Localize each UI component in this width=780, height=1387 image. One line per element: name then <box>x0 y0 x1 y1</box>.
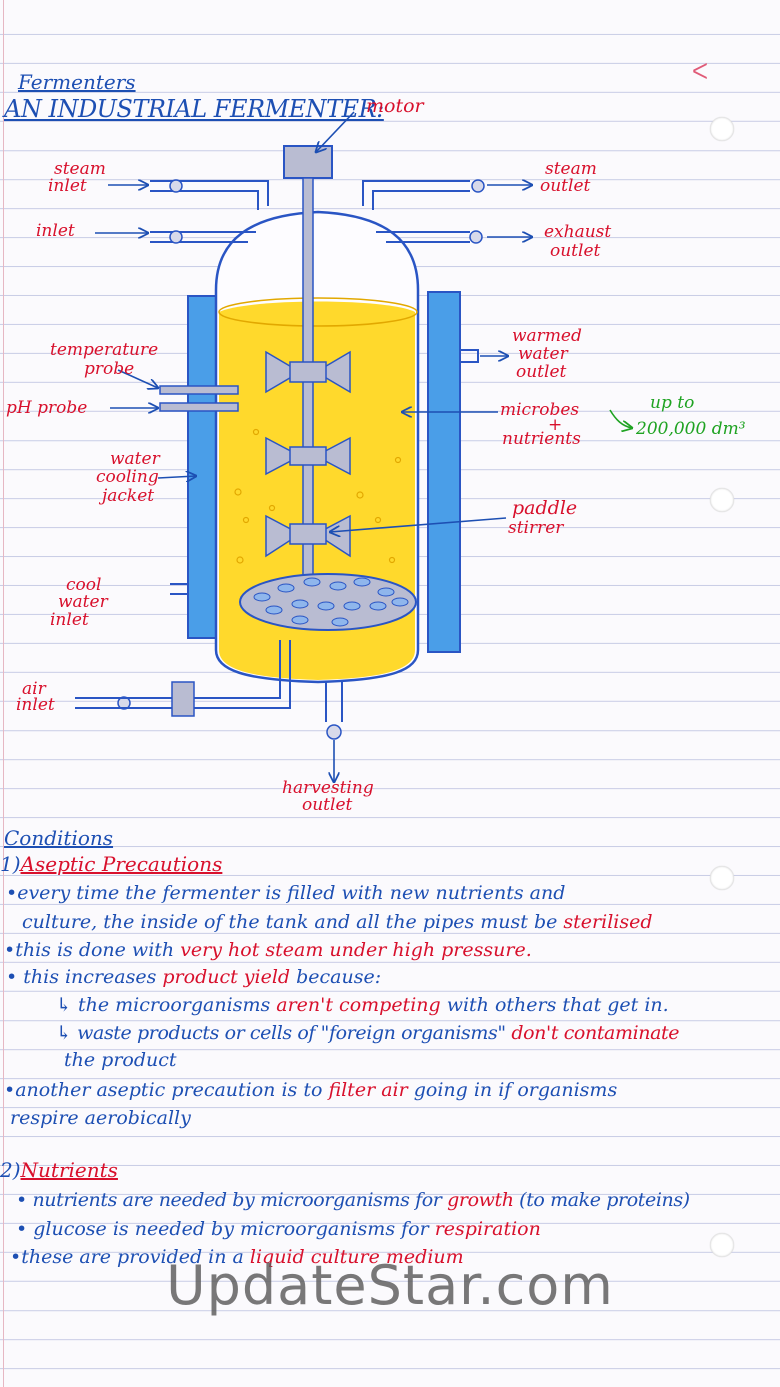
note-line: culture, the inside of the tank and all … <box>22 911 653 933</box>
section-number: 1) <box>0 852 21 876</box>
label-cool-inlet-2: water <box>58 592 108 612</box>
section-title: Aseptic Precautions <box>20 852 223 876</box>
note-line: •these are provided in a liquid culture … <box>10 1246 464 1268</box>
note-emphasis: don't contaminate <box>511 1022 680 1044</box>
note-emphasis: filter air <box>328 1079 408 1101</box>
label-steam-inlet-1: steam <box>54 159 106 179</box>
binder-hole <box>710 117 734 141</box>
air-filter <box>171 681 195 717</box>
label-arrows <box>95 111 532 782</box>
label-steam-outlet-2: outlet <box>540 176 591 196</box>
note-text: because: <box>290 966 382 988</box>
label-cooling-jacket-2: cooling <box>96 467 159 487</box>
label-temperature-probe-2: probe <box>84 359 135 379</box>
label-volume-1: up to <box>650 393 695 413</box>
label-paddle-2: stirrer <box>508 518 564 538</box>
note-text: • glucose is needed by microorganisms fo… <box>16 1218 435 1240</box>
label-harvesting-1: harvesting <box>282 778 374 798</box>
label-ph-probe: pH probe <box>6 398 88 418</box>
note-emphasis: very hot steam under high pressure. <box>180 939 532 961</box>
binder-hole <box>710 1233 734 1257</box>
label-steam-outlet-1: steam <box>545 159 597 179</box>
note-line: ↳ waste products or cells of "foreign or… <box>56 1022 680 1044</box>
note-text: ↳ waste products or cells of "foreign or… <box>56 1022 512 1044</box>
note-emphasis: liquid culture medium <box>249 1246 464 1268</box>
water-pipes <box>75 349 479 722</box>
note-line: • nutrients are needed by microorganisms… <box>16 1189 690 1211</box>
bubbles <box>234 428 402 564</box>
label-volume-2: 200,000 dm³ <box>636 419 746 439</box>
label-cool-inlet-3: inlet <box>50 610 89 630</box>
note-line: respire aerobically <box>10 1107 191 1129</box>
label-harvesting-2: outlet <box>302 795 353 815</box>
note-text: going in if organisms <box>407 1079 618 1101</box>
label-cooling-jacket-1: water <box>110 449 160 469</box>
section-2-heading: 2)Nutrients <box>0 1158 118 1182</box>
paddle-stirrers <box>265 350 351 558</box>
note-emphasis: aren't competing <box>276 994 441 1016</box>
label-exhaust-outlet-1: exhaust <box>544 222 612 242</box>
note-line: the product <box>64 1049 177 1071</box>
fermenter-diagram <box>75 111 780 830</box>
section-title: Nutrients <box>20 1158 118 1182</box>
label-paddle-1: paddle <box>512 497 578 519</box>
label-warmed-3: outlet <box>516 362 567 382</box>
note-text: • this increases <box>6 966 163 988</box>
note-text: •this is done with <box>4 939 181 961</box>
section-1-heading: 1)Aseptic Precautions <box>0 852 222 876</box>
pink-mark: ᐸ <box>692 60 709 85</box>
label-air-inlet-1: air <box>22 679 46 699</box>
label-cooling-jacket-3: jacket <box>102 486 155 506</box>
label-cool-inlet-1: cool <box>66 575 102 595</box>
label-temperature-probe-1: temperature <box>50 340 159 360</box>
note-text: (to make proteins) <box>513 1189 690 1211</box>
margin-line <box>3 0 4 1387</box>
label-warmed-2: water <box>518 344 568 364</box>
label-exhaust-outlet-2: outlet <box>550 241 601 261</box>
note-line: •another aseptic precaution is to filter… <box>4 1079 617 1101</box>
label-steam-inlet-2: inlet <box>48 176 87 196</box>
note-line: •this is done with very hot steam under … <box>4 939 532 961</box>
binder-hole <box>710 866 734 890</box>
note-emphasis: sterilised <box>563 911 653 933</box>
note-emphasis: respiration <box>434 1218 541 1240</box>
water-cooling-jacket <box>187 291 461 653</box>
air-sparger <box>239 573 417 631</box>
note-line: • glucose is needed by microorganisms fo… <box>16 1218 541 1240</box>
label-microbes-2: + <box>548 415 563 435</box>
section-number: 2) <box>0 1158 21 1182</box>
note-emphasis: growth <box>447 1189 514 1211</box>
page-title: AN INDUSTRIAL FERMENTER: <box>4 95 384 123</box>
note-text: •these are provided in a <box>10 1246 250 1268</box>
note-line: • this increases product yield because: <box>6 966 381 988</box>
note-line: •every time the fermenter is filled with… <box>6 882 566 904</box>
probes <box>159 385 239 412</box>
label-warmed-1: warmed <box>512 326 582 346</box>
note-emphasis: product yield <box>162 966 291 988</box>
note-text: ↳ the microorganisms <box>56 994 277 1016</box>
note-text: with others that get in. <box>440 994 669 1016</box>
top-pipes <box>150 180 470 243</box>
label-air-inlet-2: inlet <box>16 695 55 715</box>
note-text: • nutrients are needed by microorganisms… <box>16 1189 448 1211</box>
label-microbes-1: microbes <box>500 400 580 420</box>
binder-hole <box>710 488 734 512</box>
note-text: culture, the inside of the tank and all … <box>22 911 564 933</box>
label-microbes-3: nutrients <box>502 429 581 449</box>
note-text: •another aseptic precaution is to <box>4 1079 329 1101</box>
valves <box>117 179 485 740</box>
watermark: UpdateStar.com <box>166 1254 614 1317</box>
note-line: ↳ the microorganisms aren't competing wi… <box>56 994 669 1016</box>
topic-heading: Fermenters <box>18 70 136 94</box>
label-motor: motor <box>366 95 424 117</box>
label-inlet: inlet <box>36 221 75 241</box>
conditions-heading: Conditions <box>4 826 114 850</box>
motor <box>283 145 333 179</box>
